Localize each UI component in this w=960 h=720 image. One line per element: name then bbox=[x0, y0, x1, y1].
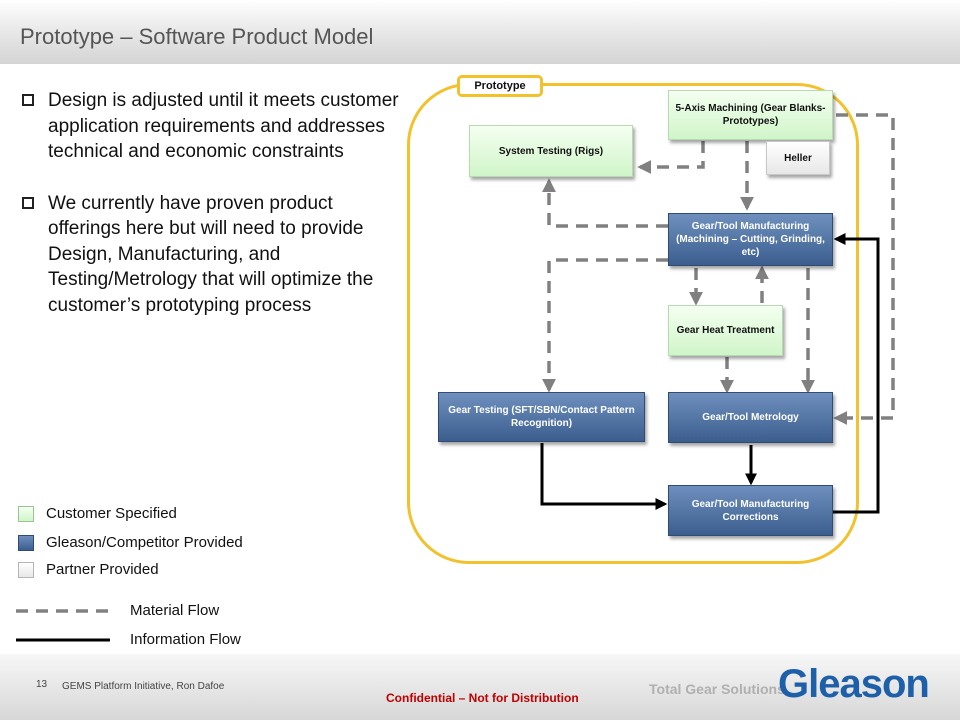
node-5-axis-machining: 5-Axis Machining (Gear Blanks- Prototype… bbox=[668, 90, 833, 140]
bullet-item: Design is adjusted until it meets custom… bbox=[20, 88, 400, 165]
node-gear-tool-metrology: Gear/Tool Metrology bbox=[668, 392, 833, 443]
brand-tagline: Total Gear Solutions bbox=[649, 681, 785, 697]
prototype-frame bbox=[407, 83, 859, 564]
prototype-frame-label: Prototype bbox=[457, 75, 543, 97]
material-flow-external-to-metrology bbox=[833, 113, 895, 425]
brand-logo: Gleason bbox=[778, 662, 930, 706]
legend-material-flow: Material Flow bbox=[130, 602, 220, 619]
legend-gleason: Gleason/Competitor Provided bbox=[18, 534, 243, 551]
confidential-notice: Confidential – Not for Distribution bbox=[386, 691, 579, 705]
title-bar bbox=[0, 0, 960, 64]
legend-swatch-green bbox=[18, 505, 34, 522]
legend-label: Partner Provided bbox=[46, 561, 159, 578]
bullet-list: Design is adjusted until it meets custom… bbox=[20, 88, 400, 344]
node-gear-heat-treatment: Gear Heat Treatment bbox=[668, 305, 783, 356]
legend-partner: Partner Provided bbox=[18, 561, 159, 578]
legend-label: Gleason/Competitor Provided bbox=[46, 534, 243, 551]
legend-label: Customer Specified bbox=[46, 505, 177, 522]
node-gear-tool-manufacturing-corrections: Gear/Tool Manufacturing Corrections bbox=[668, 485, 833, 536]
material-flow-gear-tool-mfg-to-gear-testing bbox=[542, 258, 668, 393]
footer-bar bbox=[0, 654, 960, 720]
checkbox-bullet-icon bbox=[22, 196, 34, 209]
node-gear-testing: Gear Testing (SFT/SBN/Contact Pattern Re… bbox=[438, 392, 645, 442]
node-gear-tool-manufacturing: Gear/Tool Manufacturing (Machining – Cut… bbox=[668, 213, 833, 266]
node-heller: Heller bbox=[766, 141, 830, 175]
legend-information-flow: Information Flow bbox=[130, 631, 241, 648]
bullet-item: We currently have proven product offerin… bbox=[20, 191, 400, 319]
material-flow-5axis-to-system-testing bbox=[637, 141, 705, 174]
footer-note: GEMS Platform Initiative, Ron Dafoe bbox=[62, 681, 225, 692]
slide-number: 13 bbox=[36, 679, 48, 690]
material-flow-gear-tool-mfg-to-system-testing bbox=[542, 178, 668, 228]
legend-swatch-gray bbox=[18, 561, 34, 578]
checkbox-bullet-icon bbox=[22, 94, 34, 106]
legend-customer: Customer Specified bbox=[18, 505, 177, 522]
slide-title: Prototype – Software Product Model bbox=[20, 24, 374, 49]
node-system-testing: System Testing (Rigs) bbox=[469, 125, 633, 177]
flow-legend-lines bbox=[16, 609, 110, 642]
information-flow-corrections-to-gear-tool-mfg bbox=[833, 233, 880, 514]
bullet-text: We currently have proven product offerin… bbox=[48, 192, 374, 316]
bullet-text: Design is adjusted until it meets custom… bbox=[48, 90, 399, 162]
legend-swatch-blue bbox=[18, 534, 34, 551]
information-flow-gear-testing-to-corrections bbox=[540, 443, 668, 510]
